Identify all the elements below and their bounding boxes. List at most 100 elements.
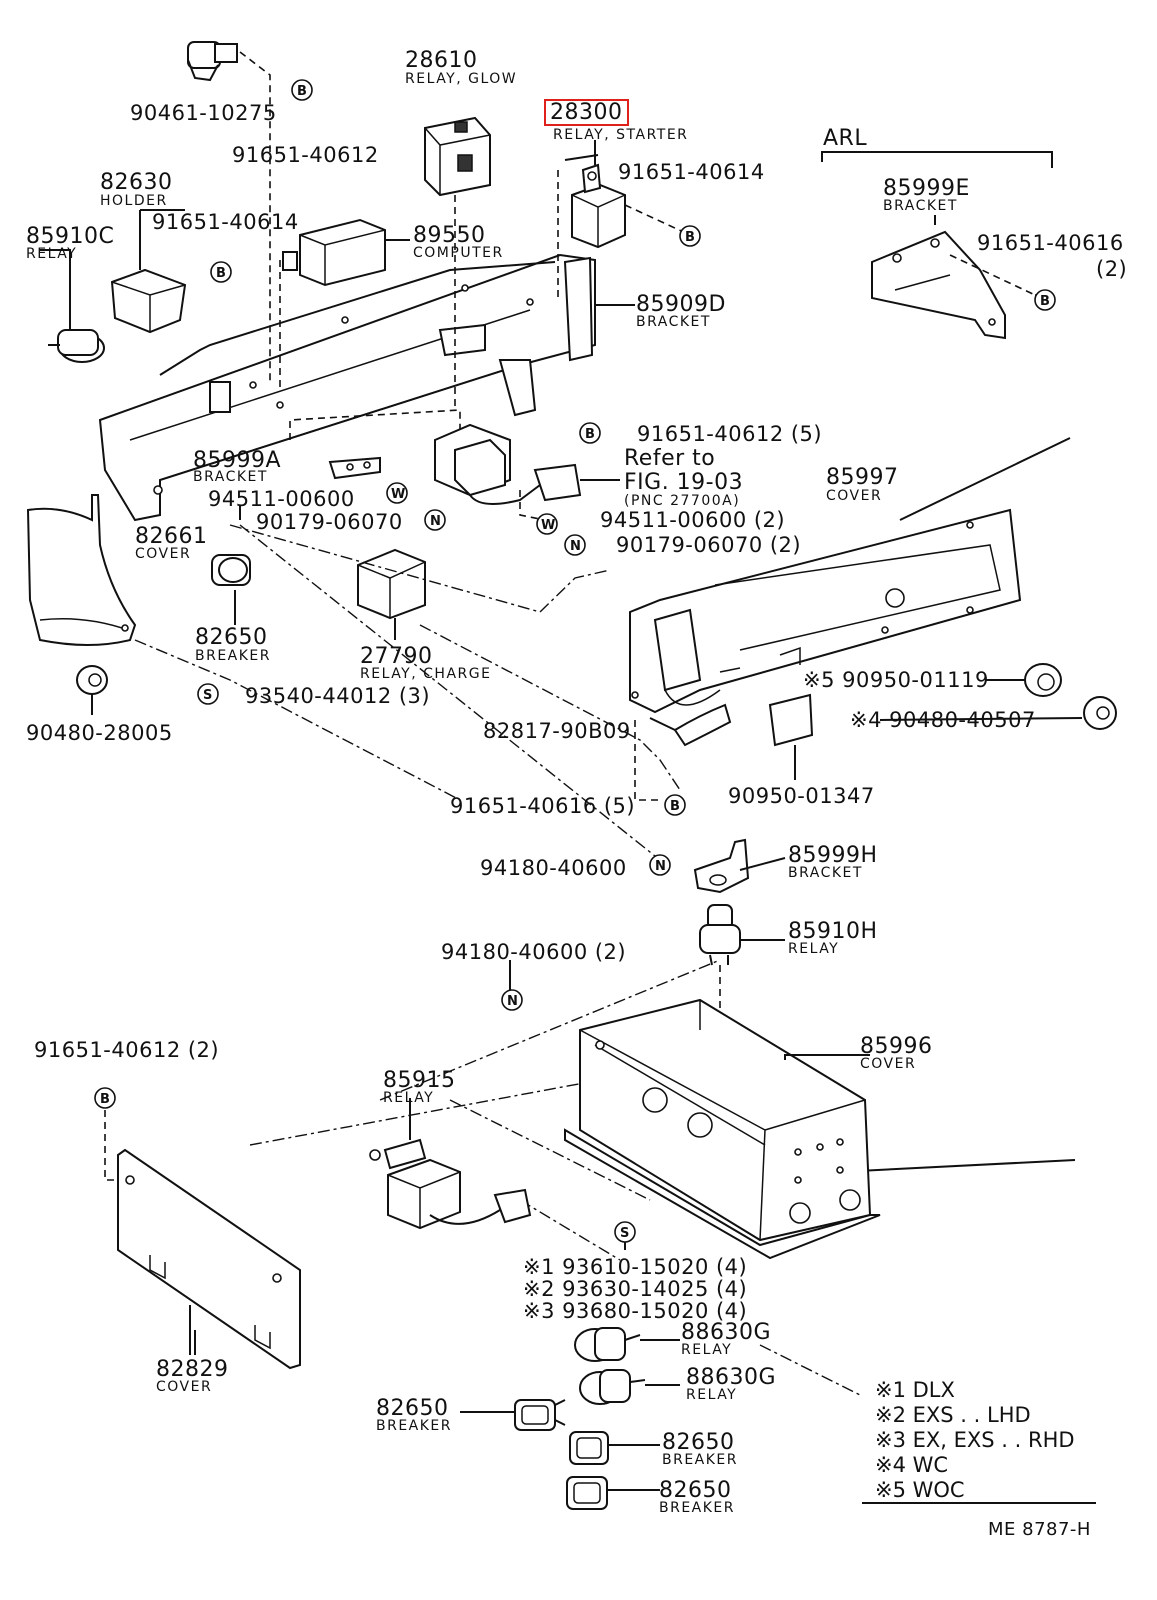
- note-item: ※2 EXS . . LHD: [875, 1403, 1031, 1427]
- relay-85915-part: [369, 1138, 532, 1230]
- relay-88630g-upper-part: [574, 1327, 680, 1362]
- fastener-callouts: B B B B B W N W N S B N N B S: [94, 79, 1056, 1243]
- label-82650-d: 82650: [659, 1478, 732, 1503]
- label-93540-44012: 93540-44012 (3): [245, 684, 431, 708]
- label-88630g-a: 88630G: [681, 1320, 772, 1345]
- relay-90461-part: [187, 41, 271, 385]
- applicability-notes: ※1 DLX ※2 EXS . . LHD ※3 EX, EXS . . RHD…: [875, 1380, 1075, 1505]
- label-90179-06070-2: 90179-06070 (2): [616, 533, 802, 557]
- label-91651-40612: 91651-40612: [232, 143, 379, 167]
- note-item: ※1 DLX: [875, 1378, 955, 1402]
- svg-text:B: B: [585, 427, 595, 442]
- label-93630-14025: ※2 93630-14025 (4): [523, 1277, 748, 1301]
- main-bracket-panel: [98, 253, 596, 522]
- svg-text:N: N: [655, 859, 666, 874]
- label-82661: 82661: [135, 524, 208, 549]
- relay-88630g-lower-part: [579, 1369, 680, 1405]
- breaker-82650-b-part: [460, 1399, 566, 1431]
- name-breaker-b: BREAKER: [376, 1418, 453, 1434]
- arl-bracket-85999e-part: [821, 151, 1053, 340]
- label-94180-40600: 94180-40600: [480, 856, 627, 880]
- svg-text:W: W: [541, 518, 555, 533]
- assembly-leader-lines: [134, 524, 1076, 1396]
- name-relay-starter: RELAY, STARTER: [553, 127, 689, 143]
- label-91651-40616-5: 91651-40616 (5): [450, 794, 636, 818]
- label-85999e: 85999E: [883, 176, 970, 201]
- name-relay-85910h: RELAY: [788, 941, 840, 957]
- fastener-n-icon: N: [649, 854, 671, 876]
- name-relay-88630g-a: RELAY: [681, 1342, 733, 1358]
- label-93610-15020: ※1 93610-15020 (4): [523, 1255, 748, 1279]
- fastener-b-icon: B: [291, 79, 313, 101]
- svg-text:N: N: [430, 514, 441, 529]
- svg-text:N: N: [507, 994, 518, 1009]
- label-85999a: 85999A: [193, 448, 282, 473]
- figure-code: ME 8787-H: [988, 1519, 1091, 1540]
- name-relay-85910c: RELAY: [26, 246, 78, 262]
- label-90950-01119: ※5 90950-01119: [803, 668, 989, 692]
- glow-relay-28610-part: [424, 116, 491, 410]
- fastener-n-icon: N: [501, 989, 523, 1011]
- harness-relay-assembly: [434, 423, 620, 521]
- label-82650-b: 82650: [376, 1396, 449, 1421]
- name-cover-82661: COVER: [135, 546, 192, 562]
- label-91651-40614-b: 91651-40614: [618, 160, 765, 184]
- label-qty-2: (2): [1096, 257, 1128, 281]
- name-cover-82829: COVER: [156, 1379, 213, 1395]
- charge-relay-27790-part: [357, 548, 426, 640]
- fastener-b-icon: B: [94, 1087, 116, 1109]
- fastener-n-icon: N: [424, 509, 446, 531]
- name-relay-85915: RELAY: [383, 1090, 435, 1106]
- fastener-w-icon: W: [386, 482, 408, 504]
- label-90461-10275: 90461-10275: [130, 101, 277, 125]
- fastener-b-icon: B: [664, 794, 686, 816]
- breaker-82650-d-part: [566, 1476, 660, 1510]
- label-28300-highlighted[interactable]: 28300: [544, 99, 629, 126]
- label-28610: 28610: [405, 48, 478, 73]
- name-relay-88630g-b: RELAY: [686, 1387, 738, 1403]
- label-pnc: (PNC 27700A): [624, 493, 741, 509]
- name-relay-charge: RELAY, CHARGE: [360, 666, 492, 682]
- label-refer-to: Refer to: [624, 446, 716, 471]
- label-85909d: 85909D: [636, 292, 726, 317]
- label-94511-00600-2: 94511-00600 (2): [600, 508, 786, 532]
- breaker-82650-left-part: [211, 554, 251, 586]
- label-90480-40507: ※4 90480-40507: [850, 708, 1036, 732]
- label-85915: 85915: [383, 1068, 456, 1093]
- label-85996: 85996: [860, 1034, 933, 1059]
- svg-text:B: B: [297, 84, 307, 99]
- fastener-b-icon: B: [210, 261, 232, 283]
- cover-82661-part: [26, 494, 137, 646]
- label-fig-19-03[interactable]: FIG. 19-03: [624, 470, 744, 495]
- fastener-b-icon: B: [1034, 289, 1056, 311]
- plug-90480-40507-part: [1083, 696, 1117, 730]
- label-arl: ARL: [823, 126, 868, 151]
- label-91651-40612-2: 91651-40612 (2): [34, 1038, 220, 1062]
- label-90179-06070: 90179-06070: [256, 510, 403, 534]
- svg-text:S: S: [620, 1226, 629, 1241]
- name-bracket-85999h: BRACKET: [788, 865, 863, 881]
- label-91651-40612-5: 91651-40612 (5): [637, 422, 823, 446]
- svg-text:S: S: [203, 688, 212, 703]
- label-91651-40614: 91651-40614: [152, 210, 299, 234]
- name-cover-85997: COVER: [826, 488, 883, 504]
- fastener-w-icon: W: [536, 513, 558, 535]
- relay-85910c-part: [48, 300, 105, 363]
- computer-89550-part: [279, 218, 410, 390]
- label-82817-90b09: 82817-90B09: [483, 719, 631, 743]
- label-82650-c: 82650: [662, 1430, 735, 1455]
- svg-text:B: B: [1040, 294, 1050, 309]
- label-93680-15020: ※3 93680-15020 (4): [523, 1299, 748, 1323]
- label-82630: 82630: [100, 170, 173, 195]
- note-item: ※5 WOC: [875, 1478, 965, 1502]
- fastener-s-icon: S: [197, 683, 219, 705]
- clamp-82817-part: [673, 703, 732, 747]
- svg-text:N: N: [570, 539, 581, 554]
- svg-text:B: B: [100, 1092, 110, 1107]
- name-bracket-85909d: BRACKET: [636, 314, 711, 330]
- holder-82630-part: [110, 210, 187, 334]
- svg-text:B: B: [216, 266, 226, 281]
- label-89550: 89550: [413, 223, 486, 248]
- fastener-n-icon: N: [564, 534, 586, 556]
